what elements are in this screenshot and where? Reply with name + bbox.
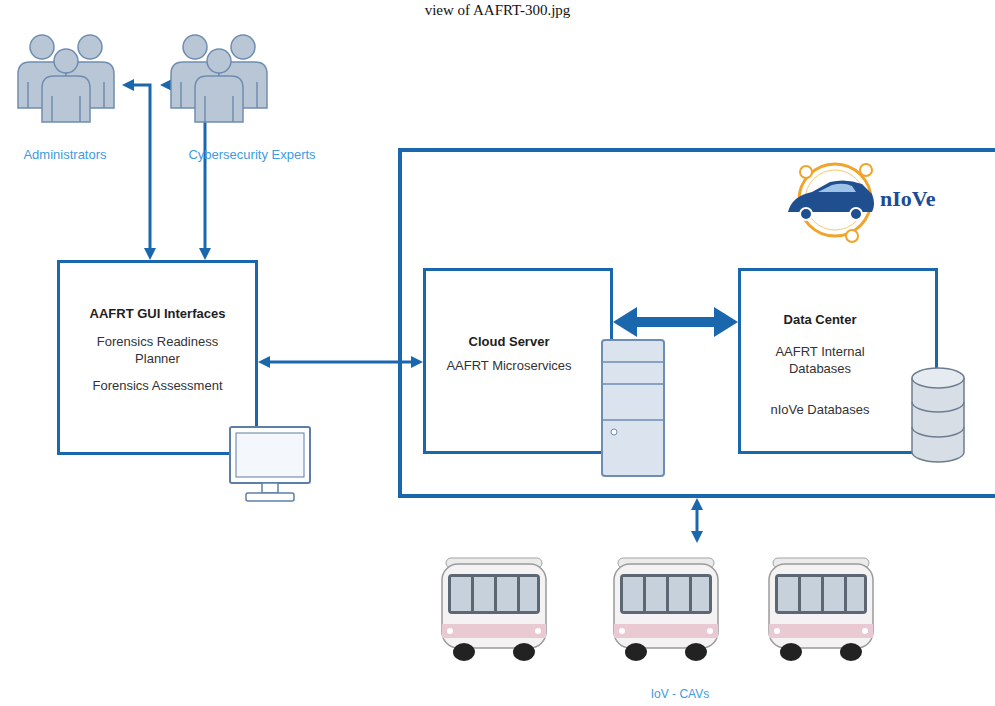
- actor-group: Cybersecurity Experts: [160, 30, 344, 164]
- box-text: AAFRT Internal Databases: [755, 343, 885, 377]
- actor-label: Cybersecurity Experts: [162, 146, 342, 163]
- gui-box: AAFRT GUI InterfacesForensics Readiness …: [57, 260, 258, 455]
- connector-arrow: [637, 317, 714, 327]
- actor-label: Administrators: [8, 146, 122, 163]
- data-center-box: Data CenterAAFRT Internal Databases nIoVe…: [738, 268, 938, 454]
- connector-arrow: [172, 85, 205, 248]
- database-icon: [912, 368, 964, 462]
- vehicle-icon: [442, 558, 873, 661]
- box-title: Cloud Server: [434, 333, 584, 350]
- people-icon: [171, 35, 267, 122]
- logo-icon: [788, 164, 874, 242]
- vehicle-group: IoV - CAVs: [430, 543, 890, 703]
- connector-arrow: [696, 510, 699, 531]
- box-text: Forensics Readiness Planner: [77, 333, 238, 367]
- box-title: AAFRT GUI Interfaces: [68, 305, 247, 322]
- box-text: nIoVe Databases: [755, 401, 885, 418]
- box-text: Forensics Assessment: [68, 377, 247, 394]
- diagram-title: view of AAFRT-300.jpg: [0, 1, 995, 19]
- box-text: AAFRT Microservices: [430, 357, 588, 374]
- group-label: IoV - CAVs: [630, 686, 730, 703]
- server-icon: [602, 340, 664, 476]
- connector-arrow: [270, 361, 411, 364]
- logo-text: nIoVe: [880, 186, 970, 212]
- actor-group: Administrators: [8, 30, 122, 164]
- monitor-icon: [230, 427, 310, 501]
- people-icon: [18, 35, 114, 122]
- box-title: Data Center: [755, 311, 885, 328]
- server-box: Cloud ServerAAFRT Microservices: [423, 268, 613, 454]
- connector-arrow: [134, 85, 150, 248]
- platform-boundary: nIoVeCloud ServerAAFRT Microservices Data…: [398, 148, 995, 498]
